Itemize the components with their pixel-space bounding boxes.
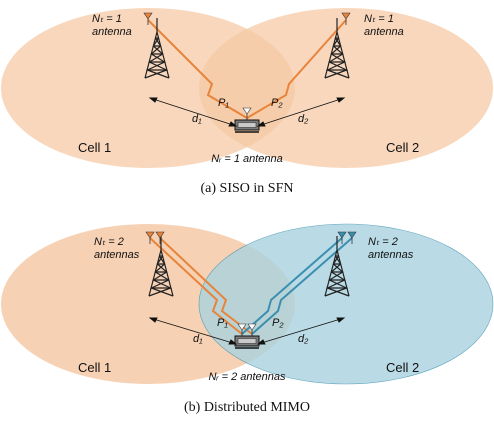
receiver-label-a: Nᵣ = 1 antenna xyxy=(211,153,283,165)
tx-label-right-a-line2: antenna xyxy=(364,26,404,38)
tx-label-right-b-line2: antennas xyxy=(368,249,414,261)
d2-label-a: d₂ xyxy=(298,113,309,125)
receiver-b xyxy=(234,335,260,349)
distance-d1-arrow-b xyxy=(148,317,238,345)
p2-label-a: P₂ xyxy=(271,97,283,109)
distance-d2-arrow-b xyxy=(256,317,346,345)
distance-d1-arrow-a xyxy=(148,97,238,127)
diagram-b: Nₜ = 2 antennas Nₜ = 2 antennas P₁ P₂ d₁… xyxy=(1,223,494,415)
cell-2-region xyxy=(199,8,493,168)
tx-label-right-b-line1: Nₜ = 2 xyxy=(368,236,398,248)
diagram-a: Nₜ = 1 antenna Nₜ = 1 antenna P₁ P₂ d₁ d… xyxy=(1,8,493,196)
p2-label-b: P₂ xyxy=(272,317,284,329)
cell-1-label-b: Cell 1 xyxy=(78,360,111,375)
tx-label-left-a-line2: antenna xyxy=(92,26,132,38)
p1-label-b: P₁ xyxy=(217,317,228,329)
caption-b: (b) Distributed MIMO xyxy=(184,400,310,415)
link-right-b xyxy=(241,237,353,335)
link-left-a xyxy=(147,19,248,119)
cell-2-label-a: Cell 2 xyxy=(386,140,419,155)
cell-2-region-b xyxy=(198,223,494,385)
caption-a: (a) SISO in SFN xyxy=(201,181,294,196)
receiver-a xyxy=(234,119,260,133)
distance-d2-arrow-a xyxy=(256,97,346,127)
cell-2-label-b: Cell 2 xyxy=(386,360,419,375)
receiver-label-b: Nᵣ = 2 antennas xyxy=(208,371,286,383)
tx-label-left-b-line1: Nₜ = 2 xyxy=(94,236,124,248)
link-left-b xyxy=(149,237,253,335)
d1-label-a: d₁ xyxy=(192,113,202,125)
cell-1-label-a: Cell 1 xyxy=(78,140,111,155)
d2-label-b: d₂ xyxy=(298,333,309,345)
p1-label-a: P₁ xyxy=(218,97,229,109)
d1-label-b: d₁ xyxy=(193,333,203,345)
tx-label-left-a-line1: Nₜ = 1 xyxy=(92,13,122,25)
link-right-a xyxy=(246,19,347,119)
tx-label-left-b-line2: antennas xyxy=(94,249,140,261)
tx-label-right-a-line1: Nₜ = 1 xyxy=(364,13,394,25)
